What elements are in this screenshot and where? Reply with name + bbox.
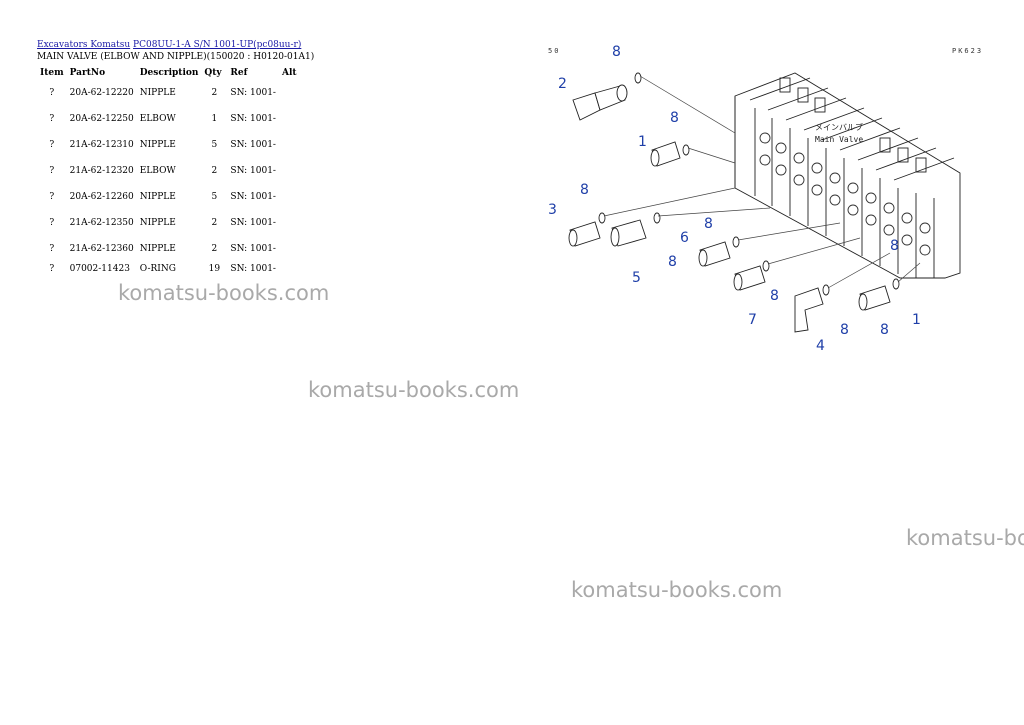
diagram-code: PK623 xyxy=(952,47,984,55)
callout-number: 3 xyxy=(548,202,557,218)
row-item: ? xyxy=(49,88,55,98)
main-valve-label-jp: メインバルブ xyxy=(815,122,863,132)
row-alt xyxy=(279,262,300,276)
row-description: NIPPLE xyxy=(139,244,176,254)
main-valve-label-en: Main Valve xyxy=(815,135,863,144)
row-ref: SN: 1001- xyxy=(230,264,276,274)
row-partno: 20A-62-12250 xyxy=(69,114,134,124)
parts-table: Item PartNo Description Qty Ref Alt ? 20A… xyxy=(37,66,300,276)
row-ref: SN: 1001- xyxy=(230,140,276,150)
watermark: komatsu-books.com xyxy=(308,378,520,402)
row-description: NIPPLE xyxy=(139,218,176,228)
row-item: ? xyxy=(49,114,55,124)
row-qty: 2 xyxy=(211,88,218,98)
watermark: komatsu-books.com xyxy=(118,281,330,305)
table-header-row: Item PartNo Description Qty Ref Alt xyxy=(37,66,300,80)
row-item: ? xyxy=(49,192,55,202)
callout-number: 8 xyxy=(770,288,779,304)
row-alt xyxy=(279,80,300,106)
diagram-page-number: 50 xyxy=(548,47,561,55)
row-partno: 21A-62-12310 xyxy=(69,140,134,150)
row-alt xyxy=(279,184,300,210)
header-qty: Qty xyxy=(204,68,222,78)
row-partno: 21A-62-12350 xyxy=(69,218,134,228)
table-row: ? 20A-62-12220 NIPPLE 2 SN: 1001- xyxy=(37,80,300,106)
callout-number: 1 xyxy=(638,134,647,150)
row-ref: SN: 1001- xyxy=(230,88,276,98)
header-alt: Alt xyxy=(281,68,297,78)
row-qty: 1 xyxy=(211,114,218,124)
watermark: komatsu-books.com xyxy=(906,526,1024,550)
callout-number: 8 xyxy=(670,110,679,126)
header-ref: Ref xyxy=(230,68,248,78)
page-title: MAIN VALVE (ELBOW AND NIPPLE)(150020 : H… xyxy=(37,52,315,62)
row-description: NIPPLE xyxy=(139,192,176,202)
callout-number: 4 xyxy=(816,338,825,354)
row-partno: 21A-62-12320 xyxy=(69,166,134,176)
callout-number: 8 xyxy=(840,322,849,338)
table-row: ? 21A-62-12360 NIPPLE 2 SN: 1001- xyxy=(37,236,300,262)
callout-number: 8 xyxy=(612,44,621,60)
row-alt xyxy=(279,106,300,132)
row-description: NIPPLE xyxy=(139,88,176,98)
table-row: ? 21A-62-12350 NIPPLE 2 SN: 1001- xyxy=(37,210,300,236)
row-item: ? xyxy=(49,264,55,274)
row-alt xyxy=(279,236,300,262)
callout-number: 1 xyxy=(912,312,921,328)
row-description: NIPPLE xyxy=(139,140,176,150)
main-valve-block xyxy=(734,72,961,279)
row-alt xyxy=(279,158,300,184)
table-row: ? 21A-62-12320 ELBOW 2 SN: 1001- xyxy=(37,158,300,184)
header-description: Description xyxy=(139,68,199,78)
fittings xyxy=(568,72,900,333)
row-alt xyxy=(279,210,300,236)
table-row: ? 07002-11423 O-RING 19 SN: 1001- xyxy=(37,262,300,276)
header-partno: PartNo xyxy=(69,68,106,78)
row-qty: 2 xyxy=(211,244,218,254)
row-item: ? xyxy=(49,244,55,254)
row-ref: SN: 1001- xyxy=(230,192,276,202)
breadcrumb-link-category[interactable]: Excavators Komatsu xyxy=(37,40,131,50)
row-ref: SN: 1001- xyxy=(230,218,276,228)
row-ref: SN: 1001- xyxy=(230,244,276,254)
row-item: ? xyxy=(49,140,55,150)
breadcrumb-link-model[interactable]: PC08UU-1-A S/N 1001-UP(pc08uu-r) xyxy=(133,40,302,50)
callout-number: 6 xyxy=(680,230,689,246)
row-partno: 07002-11423 xyxy=(69,264,130,274)
callout-number: 8 xyxy=(580,182,589,198)
row-qty: 5 xyxy=(211,192,218,202)
row-qty: 2 xyxy=(211,166,218,176)
callout-number: 8 xyxy=(704,216,713,232)
breadcrumb: Excavators Komatsu PC08UU-1-A S/N 1001-U… xyxy=(37,40,301,50)
callout-number: 2 xyxy=(558,76,567,92)
row-item: ? xyxy=(49,218,55,228)
row-partno: 20A-62-12260 xyxy=(69,192,134,202)
elbow-fitting xyxy=(794,287,824,333)
table-row: ? 21A-62-12310 NIPPLE 5 SN: 1001- xyxy=(37,132,300,158)
row-ref: SN: 1001- xyxy=(230,114,276,124)
watermark: komatsu-books.com xyxy=(571,578,783,602)
callout-number: 5 xyxy=(632,270,641,286)
row-ref: SN: 1001- xyxy=(230,166,276,176)
row-partno: 20A-62-12220 xyxy=(69,88,134,98)
table-row: ? 20A-62-12260 NIPPLE 5 SN: 1001- xyxy=(37,184,300,210)
row-partno: 21A-62-12360 xyxy=(69,244,134,254)
callout-number: 8 xyxy=(890,238,899,254)
row-item: ? xyxy=(49,166,55,176)
row-description: ELBOW xyxy=(139,166,176,176)
row-qty: 5 xyxy=(211,140,218,150)
table-row: ? 20A-62-12250 ELBOW 1 SN: 1001- xyxy=(37,106,300,132)
callout-number: 7 xyxy=(748,312,757,328)
row-description: O-RING xyxy=(139,264,176,274)
row-qty: 19 xyxy=(208,264,221,274)
row-description: ELBOW xyxy=(139,114,176,124)
row-qty: 2 xyxy=(211,218,218,228)
row-alt xyxy=(279,132,300,158)
header-item: Item xyxy=(40,68,64,78)
callout-number: 8 xyxy=(880,322,889,338)
callout-number: 8 xyxy=(668,254,677,270)
